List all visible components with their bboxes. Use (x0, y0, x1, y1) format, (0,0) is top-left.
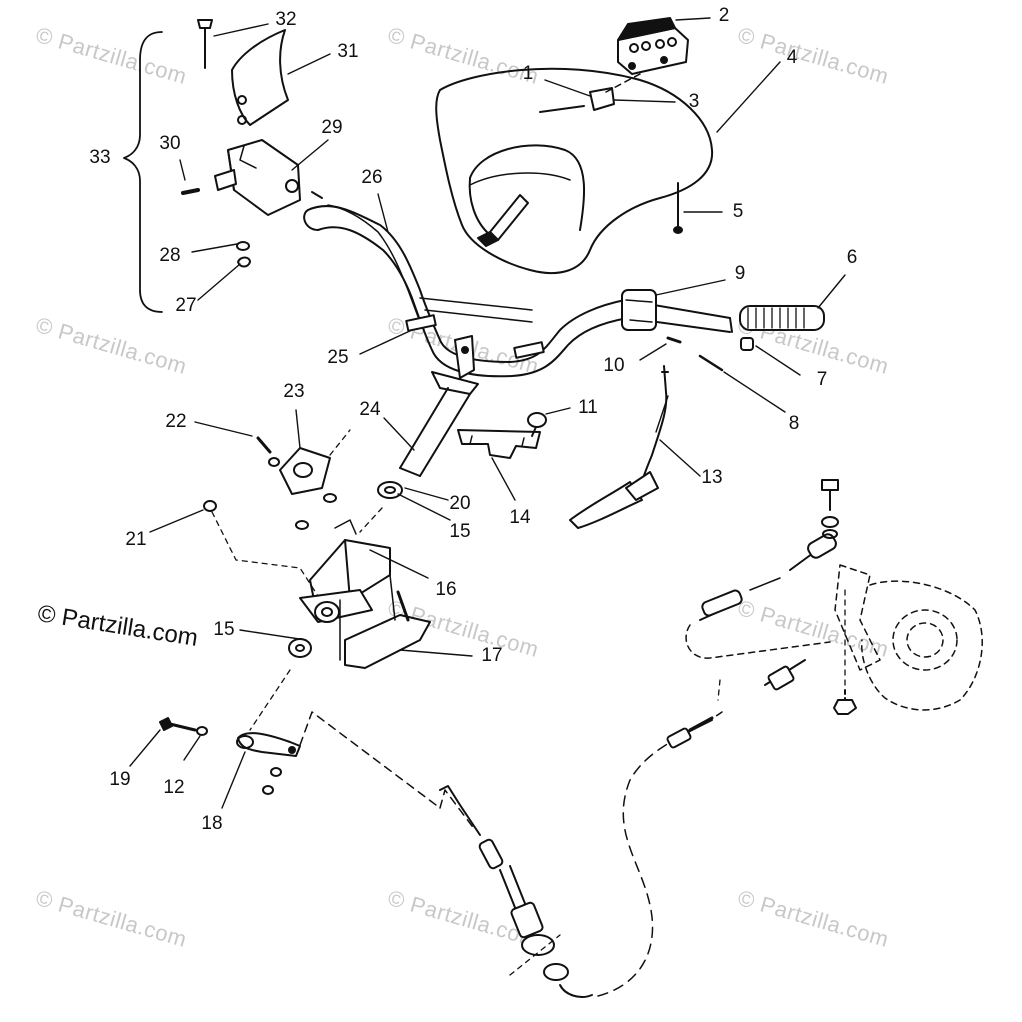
callout-8: 8 (788, 413, 800, 434)
bar-clamp (405, 314, 545, 359)
bar-end-plug (740, 337, 754, 351)
nut-21 (203, 500, 217, 512)
callout-21: 21 (125, 529, 147, 550)
callout-15: 15 (449, 521, 471, 542)
callout-25: 25 (327, 347, 349, 368)
bolt-19 (159, 717, 208, 736)
callout-16: 16 (435, 579, 457, 600)
switch-leader (605, 73, 641, 93)
connector-plug (539, 87, 615, 113)
callout-15-lower: 15 (213, 619, 235, 640)
callout-20: 20 (449, 493, 471, 514)
callout-17: 17 (481, 645, 503, 666)
left-switch-housing (214, 139, 301, 216)
throttle-cable-route (299, 711, 476, 831)
callout-4: 4 (786, 47, 798, 68)
washer (323, 493, 337, 503)
assembly-leader (329, 429, 351, 456)
group-bracket (123, 31, 163, 313)
callout-3: 3 (688, 91, 700, 112)
screw-5 (673, 182, 683, 234)
callout-12: 12 (163, 777, 185, 798)
lock-washer-27 (237, 256, 251, 268)
screw-10 (666, 336, 682, 344)
callout-13: 13 (701, 467, 723, 488)
bushing-lower (288, 638, 312, 658)
bushing-upper (377, 481, 403, 499)
switch-cover (231, 29, 289, 126)
throttle-cable-end (439, 785, 593, 998)
screw-30 (181, 188, 200, 195)
knob-11 (527, 412, 547, 437)
screw-32 (197, 19, 213, 69)
callout-29: 29 (321, 117, 343, 138)
callout-9: 9 (734, 263, 746, 284)
callout-5: 5 (732, 201, 744, 222)
cable-end (311, 191, 323, 199)
washer-28 (236, 241, 250, 251)
callout-14: 14 (509, 507, 531, 528)
steering-support (299, 519, 431, 669)
callout-7: 7 (816, 369, 828, 390)
washer (270, 767, 282, 777)
throttle-body (685, 564, 983, 711)
axis-line (249, 669, 291, 731)
pitman-arm (236, 732, 301, 757)
steering-column (399, 335, 479, 477)
callout-2: 2 (718, 5, 730, 26)
callout-19: 19 (109, 769, 131, 790)
callout-26: 26 (361, 167, 383, 188)
washer (295, 520, 309, 530)
handlebar-cable (327, 204, 421, 323)
nut (262, 785, 274, 795)
callout-28: 28 (159, 245, 181, 266)
screw-8 (698, 354, 724, 372)
callout-27: 27 (175, 295, 197, 316)
cable-adjuster (666, 479, 857, 749)
callout-11: 11 (578, 397, 598, 418)
callout-31: 31 (337, 41, 359, 62)
assembly-leader (211, 511, 319, 597)
switch-housing (617, 17, 689, 75)
hand-grip (739, 305, 825, 331)
callout-33: 33 (89, 147, 111, 168)
bracket-14 (457, 429, 541, 459)
callout-30: 30 (159, 133, 181, 154)
dashed-leader (509, 934, 561, 976)
callout-32: 32 (275, 9, 297, 30)
callout-10: 10 (603, 355, 625, 376)
dashed-leader (717, 679, 721, 701)
callout-22: 22 (165, 411, 187, 432)
callout-23: 23 (283, 381, 305, 402)
cable-run (597, 711, 723, 997)
handlebar (303, 205, 733, 378)
callout-1: 1 (522, 63, 534, 84)
cable-13 (569, 365, 669, 529)
callout-24: 24 (359, 399, 381, 420)
callout-18: 18 (201, 813, 223, 834)
mount-plate (279, 447, 331, 495)
callout-6: 6 (846, 247, 858, 268)
pad-column (477, 194, 529, 247)
leader-lines (129, 17, 846, 809)
throttle-housing (621, 289, 657, 331)
bolt-22 (256, 436, 280, 467)
handlebar-pad (435, 67, 714, 275)
axis-line (359, 507, 383, 533)
